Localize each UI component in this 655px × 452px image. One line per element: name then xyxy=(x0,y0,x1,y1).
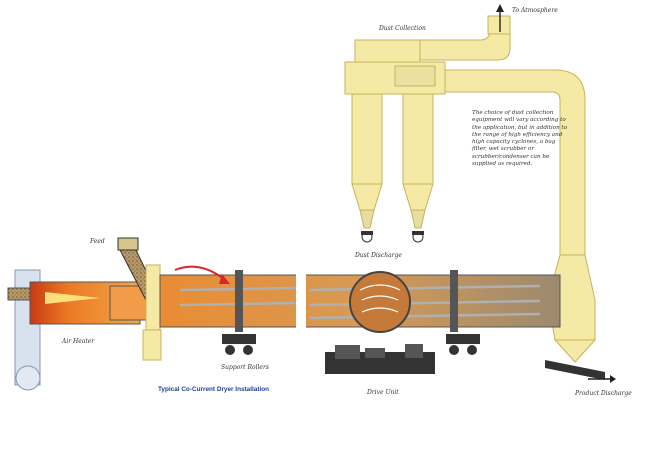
label-dust-collection: Dust Collection xyxy=(379,25,426,32)
label-dust-discharge: Dust Discharge xyxy=(355,252,402,259)
label-product-discharge: Product Discharge xyxy=(575,390,632,397)
cyclone-right xyxy=(402,93,434,243)
label-feed: Feed xyxy=(90,238,105,245)
flow-arrow-icon xyxy=(174,265,230,284)
up-arrow-icon xyxy=(496,4,504,32)
stack-outlet xyxy=(487,15,511,35)
label-air-heater: Air Heater xyxy=(62,338,95,345)
drive-unit xyxy=(325,344,435,374)
label-to-atmosphere: To Atmosphere xyxy=(512,7,558,14)
right-arrow-icon xyxy=(588,375,616,383)
support-rollers-right xyxy=(446,334,480,355)
air-heater xyxy=(7,269,147,391)
product-conveyor xyxy=(545,360,605,380)
support-rollers-left xyxy=(222,334,256,355)
cyclone-left xyxy=(351,93,383,243)
flame-icon xyxy=(45,292,100,304)
dust-collection-note: The choice of dust collection equipment … xyxy=(472,110,568,168)
dust-collection-header xyxy=(344,39,446,95)
label-support-rollers: Support Rollers xyxy=(221,364,269,371)
inlet-breeching xyxy=(142,264,162,361)
label-drive-unit: Drive Unit xyxy=(367,389,399,396)
rotary-drum xyxy=(159,270,561,333)
diagram-caption: Typical Co-Current Dryer Installation xyxy=(158,386,270,393)
